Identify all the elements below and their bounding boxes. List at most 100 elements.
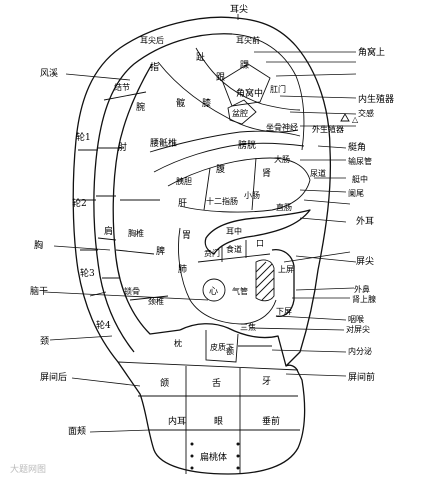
label-ear-apex: 耳尖 [230, 3, 248, 15]
watermark-text: 大题网图 [10, 463, 46, 475]
label-pharynx: 咽喉 [348, 314, 364, 324]
label-esophagus: 食道 [226, 244, 242, 254]
tragus [271, 248, 295, 318]
label-triangle-mid: 角窝中 [236, 87, 263, 99]
label-cervical: 颈椎 [148, 296, 164, 306]
antihelix-upper-crus-2 [195, 47, 301, 111]
label-lumbosacral: 腰骶椎 [150, 137, 177, 149]
helix-top-right [231, 33, 305, 151]
label-adrenal: 肾上腺 [352, 294, 376, 304]
label-ankle: 踝 [240, 60, 249, 71]
label-cymba-angle: 艇角 [348, 141, 366, 153]
cymba-conchae [167, 157, 311, 213]
ear-outline [72, 16, 332, 475]
label-h2: 轮2 [72, 197, 87, 209]
label-tooth: 牙 [262, 376, 271, 387]
label-stomach: 胃 [182, 230, 191, 241]
liver-line [203, 167, 211, 211]
label-screen-back: 屏间后 [40, 371, 67, 383]
triangular-fossa [221, 63, 271, 107]
antihelix-lower-crus-2 [153, 142, 305, 173]
label-subcortex: 皮质下 [210, 342, 234, 352]
helix-inner-line [93, 33, 233, 353]
label-sympathetic: 交感 [358, 108, 374, 118]
label-rectum: 直肠 [276, 202, 292, 212]
label-helix-outer-top: 耳尖后 [140, 35, 164, 45]
label-cardia: 贲门 [204, 248, 220, 258]
shenmen-box [227, 99, 257, 125]
label-upper-tragus: 上屏 [278, 265, 294, 274]
label-knee: 膝 [202, 97, 211, 109]
label-abdomen: 腹 [216, 163, 225, 175]
label-h1: 轮1 [76, 131, 91, 143]
antitragus [179, 323, 287, 367]
label-spleen: 脾 [156, 245, 165, 257]
antihelix-lower-crus [149, 130, 301, 153]
label-nodule: 结节 [114, 82, 130, 92]
label-ureter: 输尿管 [348, 156, 372, 166]
label-san-jiao: 三焦 [240, 322, 256, 332]
label-lower-tragus: 下屏 [276, 307, 292, 316]
heart-circle [202, 278, 226, 302]
label-external-ear: 外耳 [356, 215, 374, 227]
label-jaw: 颌 [160, 377, 169, 389]
label-heart: 心 [209, 286, 218, 297]
label-group: 耳尖 耳尖后 耳尖前 风溪 指 结节 腕 趾 跟 膝 踝 髋 角窝中 盆腔 肛门… [10, 3, 394, 475]
label-heel: 跟 [216, 72, 225, 83]
label-kidney: 肾 [262, 168, 271, 179]
label-helix-inner-top: 耳尖前 [236, 35, 260, 45]
label-tragus-apex: 屏尖 [356, 255, 374, 267]
label-toe: 趾 [196, 51, 205, 63]
antihelix-upper-crus [157, 61, 299, 133]
label-cymba-mid: 艇中 [352, 174, 368, 184]
label-trachea: 气管 [232, 286, 248, 296]
label-anus: 肛门 [270, 84, 286, 94]
label-large-intestine: 大肠 [274, 154, 290, 164]
label-wind-stream: 风溪 [40, 67, 58, 79]
label-neck: 颈 [40, 336, 49, 347]
label-hip: 髋 [176, 97, 185, 109]
label-angle-upper: 角窝上 [358, 46, 385, 58]
leader-lines [43, 14, 357, 433]
label-bladder: 膀胱 [238, 139, 256, 151]
label-external-genital: 外生殖器 [312, 124, 344, 134]
label-clavicle: 锁骨 [124, 286, 140, 296]
label-appendix: 阑尾 [348, 188, 364, 198]
label-triangle-mark: △ [352, 115, 359, 124]
label-small-intestine: 小肠 [244, 191, 260, 200]
label-lung: 肺 [178, 264, 187, 275]
helix-crus [204, 209, 311, 255]
antihelix-outer [112, 63, 181, 335]
label-h4: 轮4 [96, 319, 111, 331]
label-cheek: 面颊 [68, 425, 86, 437]
label-tongue: 舌 [212, 378, 221, 389]
label-outer-nose: 外鼻 [354, 284, 370, 294]
cavum-conchae [178, 227, 277, 325]
antihelix-dividers [115, 199, 169, 301]
label-elbow: 肘 [118, 142, 127, 153]
label-screen-front: 屏间前 [348, 371, 375, 383]
label-tonsil: 扁桃体 [200, 451, 227, 463]
lobule-grid [138, 366, 300, 474]
label-antitragus-tip: 对屏尖 [346, 324, 370, 334]
label-inner-ear: 内耳 [168, 415, 186, 427]
label-mouth: 口 [256, 239, 264, 248]
subcortex-box [205, 330, 239, 363]
label-shoulder: 肩 [104, 225, 113, 237]
label-pancreas-gb: 胰胆 [176, 176, 192, 186]
helix-segments [76, 149, 107, 297]
lobule-boundary [117, 361, 299, 371]
kidney-line [251, 157, 257, 211]
cavum-split [197, 253, 271, 263]
label-occiput: 枕 [174, 338, 182, 348]
label-shenmen-pelvis: 盆腔 [232, 108, 248, 118]
label-liver: 肝 [178, 198, 187, 209]
label-thoracic: 胸椎 [128, 228, 144, 238]
label-forehead-temple: 额 [226, 346, 234, 356]
label-urethra: 尿道 [310, 168, 326, 178]
tonsil-dots [190, 442, 240, 470]
ear-canal [255, 259, 275, 302]
triangle-marker-icon [340, 113, 350, 122]
